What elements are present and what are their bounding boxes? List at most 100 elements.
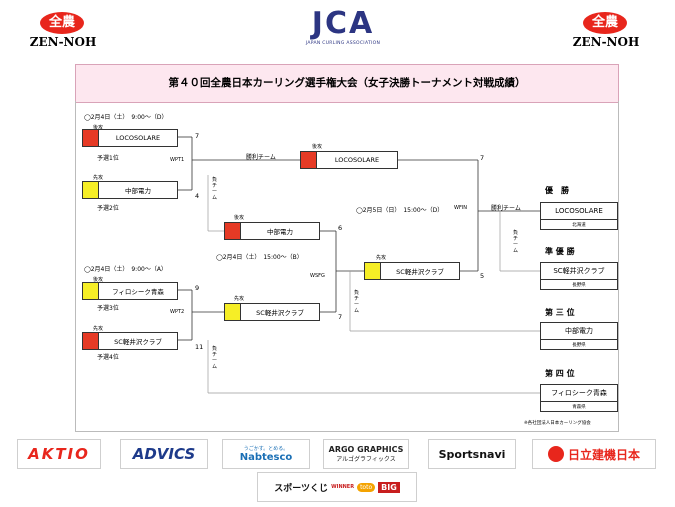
team-name: SC軽井沢クラブ — [256, 309, 304, 317]
zen-noh-text: ZEN-NOH — [29, 35, 97, 49]
sponsor-sports-kuji: スポーツくじ WINNER toto BIG — [257, 472, 417, 502]
final-winner-label: 勝利チーム — [491, 205, 521, 212]
team-box: フィロシーク青森 — [82, 282, 178, 300]
result-box: フィロシーク青森 青森県 — [540, 384, 618, 412]
sponsor-name: Sportsnavi — [438, 447, 506, 461]
semi-winner-stone: 先攻 — [376, 255, 387, 261]
loser-label: 負チーム — [212, 346, 218, 370]
zen-noh-logo-left: 全農 ZEN-NOH — [18, 8, 108, 58]
semi-code: WSFG — [310, 273, 325, 279]
zen-noh-mark: 全農 — [583, 12, 627, 34]
zen-noh-logo-right: 全農 ZEN-NOH — [561, 8, 651, 58]
team-name: フィロシーク青森 — [112, 288, 164, 296]
zen-noh-text: ZEN-NOH — [572, 35, 640, 49]
sponsor-argo-graphics: ARGO GRAPHICS アルゴグラフィックス — [323, 439, 409, 469]
team-score: 7 — [338, 313, 343, 321]
team-score: 5 — [480, 272, 485, 280]
team-name: 中部電力 — [125, 187, 151, 195]
team-score: 7 — [195, 132, 200, 140]
sponsor-winner: WINNER — [331, 484, 355, 490]
result-box: 中部電力 長野県 — [540, 322, 618, 350]
match1-b-stone: 先攻 — [93, 175, 104, 181]
sponsor-hitachi: 日立建機日本 — [532, 439, 656, 469]
final-date: ◯2月5日（日） 15:00～（D） — [356, 207, 444, 214]
final-code: WFIN — [454, 205, 468, 211]
match2-code: WPT2 — [170, 309, 185, 315]
sponsor-name: スポーツくじ — [274, 483, 329, 494]
team-box: LOCOSOLARE — [300, 151, 398, 169]
semi-date: ◯2月4日（土） 15:00～（B） — [216, 254, 303, 261]
final-loser-label: 負チーム — [513, 230, 519, 254]
team-box: 中部電力 — [82, 181, 178, 199]
sponsor-nabtesco: うごかす。とめる。 Nabtesco — [222, 439, 310, 469]
sponsor-advics: ADVICS — [120, 439, 208, 469]
loser-label: 負チーム — [212, 177, 218, 201]
footnote: ※各社団法人日本カーリング協会 — [524, 421, 591, 426]
sponsor-name: Nabtesco — [239, 452, 293, 463]
team-seed: 予選2位 — [97, 205, 119, 212]
rank-label: 第 四 位 — [545, 369, 575, 378]
zen-noh-mark: 全農 — [40, 12, 84, 34]
sponsor-sub: アルゴグラフィックス — [336, 456, 396, 463]
sponsor-name: 日立建機日本 — [567, 447, 640, 462]
sponsor-aktio: AKTIO — [17, 439, 101, 469]
match2-b-stone: 先攻 — [93, 326, 104, 332]
team-seed: 予選4位 — [97, 354, 119, 361]
rank-label: 準 優 勝 — [545, 247, 575, 256]
team-seed: 予選1位 — [97, 155, 119, 162]
team-score: 9 — [195, 284, 200, 292]
jca-subtitle: JAPAN CURLING ASSOCIATION — [305, 41, 381, 46]
semi-bottom-stone: 先攻 — [234, 296, 245, 302]
match2-a-stone: 後攻 — [93, 277, 104, 283]
winner-label: 勝利チーム — [246, 154, 276, 161]
bracket-frame — [75, 101, 619, 432]
team-score: 7 — [480, 154, 485, 162]
team-name: 中部電力 — [267, 228, 293, 236]
page-title: 第４０回全農日本カーリング選手権大会（女子決勝トーナメント対戦成績） — [168, 77, 526, 89]
team-name: SC軽井沢クラブ — [114, 338, 162, 346]
stone-color-swatch — [83, 182, 99, 198]
stone-color-swatch — [225, 223, 241, 239]
stone-color-swatch — [83, 130, 99, 146]
stone-color-swatch — [365, 263, 381, 279]
team-seed: 予選3位 — [97, 305, 119, 312]
team-box: LOCOSOLARE — [82, 129, 178, 147]
team-box: SC軽井沢クラブ — [224, 303, 320, 321]
result-box: LOCOSOLARE 北海道 — [540, 202, 618, 230]
sponsor-tagline: うごかす。とめる。 — [243, 446, 289, 452]
result-team: フィロシーク青森 — [541, 385, 617, 402]
match2-date: ◯2月4日（土） 9:00～（A） — [84, 266, 167, 273]
jca-mark: JCA — [311, 6, 375, 41]
match1-code: WPT1 — [170, 157, 185, 163]
sponsor-name: AKTIO — [28, 445, 90, 463]
result-region: 長野県 — [572, 282, 586, 288]
stone-color-swatch — [225, 304, 241, 320]
gear-icon — [547, 446, 564, 462]
team-name: LOCOSOLARE — [334, 156, 380, 164]
team-box: 中部電力 — [224, 222, 320, 240]
team-box: SC軽井沢クラブ — [364, 262, 460, 280]
team-score: 4 — [195, 192, 200, 200]
rank-label: 第 三 位 — [545, 308, 575, 317]
sponsor-big: BIG — [378, 481, 400, 493]
stone-color-swatch — [83, 283, 99, 299]
result-team: LOCOSOLARE — [541, 203, 617, 220]
team-box: SC軽井沢クラブ — [82, 332, 178, 350]
team-score: 6 — [338, 224, 343, 232]
result-region: 青森県 — [572, 404, 586, 410]
sponsor-sportsnavi: Sportsnavi — [428, 439, 516, 469]
match1-a-stone: 後攻 — [93, 125, 104, 131]
title-banner: 第４０回全農日本カーリング選手権大会（女子決勝トーナメント対戦成績） — [75, 64, 619, 103]
result-team: SC軽井沢クラブ — [541, 263, 617, 280]
team-name: LOCOSOLARE — [115, 134, 161, 142]
sponsor-name: ADVICS — [132, 445, 196, 463]
result-box: SC軽井沢クラブ 長野県 — [540, 262, 618, 290]
result-team: 中部電力 — [541, 323, 617, 340]
result-region: 北海道 — [572, 222, 586, 228]
sponsor-toto: toto — [357, 482, 376, 492]
loser-label: 負チーム — [354, 290, 360, 314]
rank-label: 優 勝 — [545, 186, 569, 195]
winner1-stone: 後攻 — [312, 144, 323, 150]
team-name: SC軽井沢クラブ — [396, 268, 444, 276]
